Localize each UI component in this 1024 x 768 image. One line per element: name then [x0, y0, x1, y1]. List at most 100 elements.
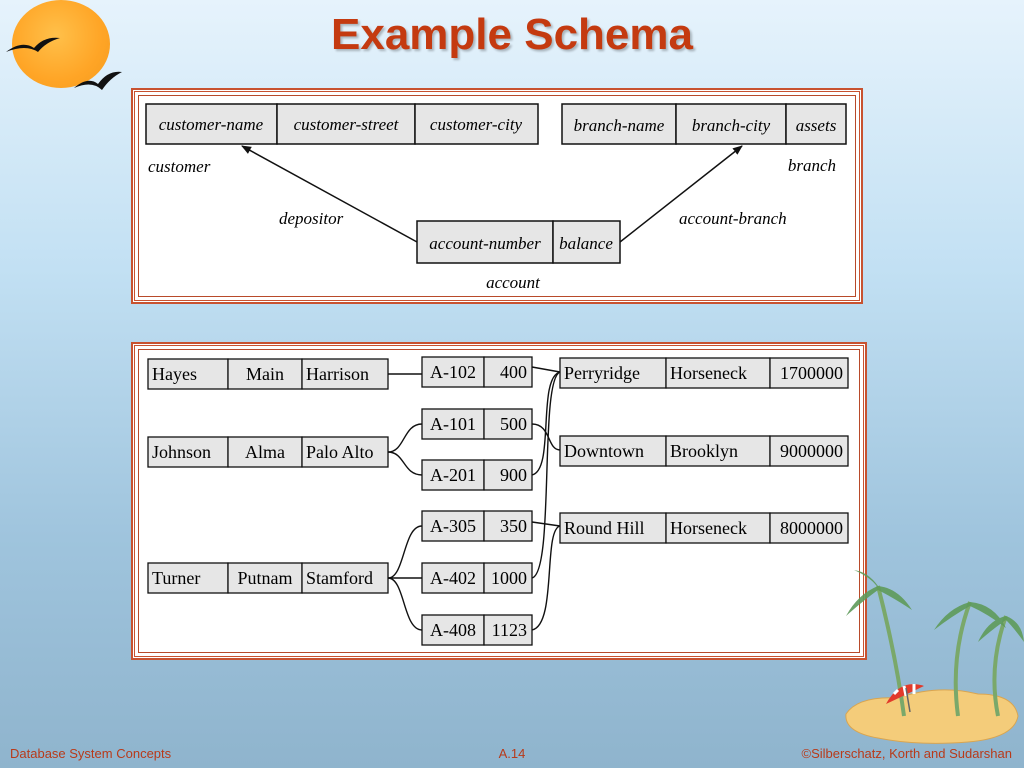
account-attr-1: account-number	[429, 234, 541, 253]
customer-tuple-cell	[147, 562, 229, 594]
branch-tuple-value: 9000000	[780, 441, 843, 461]
branch-tuple-cell	[559, 512, 667, 544]
customer-tuple-cell	[227, 358, 303, 390]
account-tuple-value: 1000	[491, 568, 527, 588]
customer-tuple-cell	[227, 562, 303, 594]
schema-diagram-frame: customer-name customer-street customer-c…	[138, 95, 856, 297]
branch-attr-3: assets	[796, 116, 837, 135]
account-tuple-cell	[483, 562, 533, 594]
account-tuple: A-201 900	[421, 459, 533, 491]
account-tuple-cell	[483, 614, 533, 646]
island-icon	[845, 570, 1024, 744]
branch-tuple-cell	[769, 357, 849, 389]
customer-tuple-cell	[301, 358, 389, 390]
account-tuple: A-305 350	[421, 510, 533, 542]
customer-tuple-value: Putnam	[237, 568, 292, 588]
depositor-connectors	[387, 373, 423, 631]
branch-schema: branch-name branch-city assets branch	[561, 103, 847, 175]
depositor-label: depositor	[279, 209, 344, 228]
customer-tuple: Hayes Main Harrison	[147, 358, 389, 390]
customer-tuple-value: Turner	[152, 568, 200, 588]
sun-icon	[12, 0, 110, 88]
customer-tuple: Johnson Alma Palo Alto	[147, 436, 389, 468]
customer-tuple-value: Johnson	[152, 442, 211, 462]
customer-attr-1: customer-name	[159, 115, 264, 134]
bird-icon	[74, 71, 122, 90]
customer-tuple-value: Palo Alto	[306, 442, 374, 462]
customer-attr-2: customer-street	[294, 115, 400, 134]
branch-tuple-value: Brooklyn	[670, 441, 738, 461]
footer-slide-number: A.14	[498, 746, 526, 761]
customer-tuple-cell	[147, 358, 229, 390]
depositor-arrow	[241, 145, 418, 243]
account-tuple-value: A-101	[430, 414, 476, 434]
account-tuple: A-101 500	[421, 408, 533, 440]
branch-tuple-value: Downtown	[564, 441, 644, 461]
account-tuple-value: 350	[500, 516, 527, 536]
branch-tuple-cell	[665, 512, 771, 544]
account-tuple-value: 400	[500, 362, 527, 382]
branch-tuple: Round Hill Horseneck 8000000	[559, 512, 849, 544]
account-tuple-cell	[483, 408, 533, 440]
account-branch-arrow	[619, 145, 743, 243]
account-tuple-cell	[421, 614, 485, 646]
account-tuple-cell	[421, 562, 485, 594]
account-tuple-value: A-305	[430, 516, 476, 536]
footer-copyright: ©Silberschatz, Korth and Sudarshan	[801, 746, 1012, 761]
customer-tuple-value: Main	[246, 364, 284, 384]
account-tuple-cell	[483, 356, 533, 388]
branch-tuple-cell	[665, 435, 771, 467]
branch-tuple-value: Round Hill	[564, 518, 645, 538]
branch-tuple-value: Horseneck	[670, 363, 747, 383]
account-tuple-cell	[483, 510, 533, 542]
branch-tuple-cell	[769, 435, 849, 467]
branch-tuple-cell	[559, 435, 667, 467]
account-attr-2: balance	[559, 234, 613, 253]
account-tuple: A-102 400	[421, 356, 533, 388]
account-tuple-value: A-402	[430, 568, 476, 588]
branch-attr-2: branch-city	[692, 116, 771, 135]
account-tuple-value: 1123	[492, 620, 527, 640]
account-tuple-cell	[421, 459, 485, 491]
branch-label: branch	[788, 156, 836, 175]
branch-tuple-value: 8000000	[780, 518, 843, 538]
account-tuple-cell	[421, 408, 485, 440]
customer-tuple-value: Stamford	[306, 568, 373, 588]
account-branch-connectors	[531, 366, 561, 631]
account-tuple-value: 500	[500, 414, 527, 434]
branch-attr-1: branch-name	[574, 116, 665, 135]
branch-tuple: Downtown Brooklyn 9000000	[559, 435, 849, 467]
footer-course-title: Database System Concepts	[10, 746, 172, 761]
account-label: account	[486, 273, 541, 292]
customer-tuple-cell	[301, 436, 389, 468]
branch-tuple-cell	[665, 357, 771, 389]
customer-tuple-value: Hayes	[152, 364, 197, 384]
account-tuple: A-402 1000	[421, 562, 533, 594]
page-title: Example Schema	[331, 10, 693, 59]
account-tuple-value: A-408	[430, 620, 476, 640]
bird-icon	[6, 37, 60, 52]
account-branch-label: account-branch	[679, 209, 787, 228]
account-tuple-value: 900	[500, 465, 527, 485]
account-tuple-cell	[421, 356, 485, 388]
customer-tuple-value: Harrison	[306, 364, 369, 384]
customer-tuple-cell	[301, 562, 389, 594]
customer-label: customer	[148, 157, 211, 176]
customer-attr-3: customer-city	[430, 115, 523, 134]
branch-tuple-value: Perryridge	[564, 363, 640, 383]
account-tuple-cell	[483, 459, 533, 491]
customer-tuple: Turner Putnam Stamford	[147, 562, 389, 594]
account-tuple-value: A-102	[430, 362, 476, 382]
account-tuple-value: A-201	[430, 465, 476, 485]
customer-tuple-value: Alma	[245, 442, 285, 462]
account-tuple: A-408 1123	[421, 614, 533, 646]
branch-tuple-value: Horseneck	[670, 518, 747, 538]
customer-tuple-cell	[147, 436, 229, 468]
customer-tuple-cell	[227, 436, 303, 468]
